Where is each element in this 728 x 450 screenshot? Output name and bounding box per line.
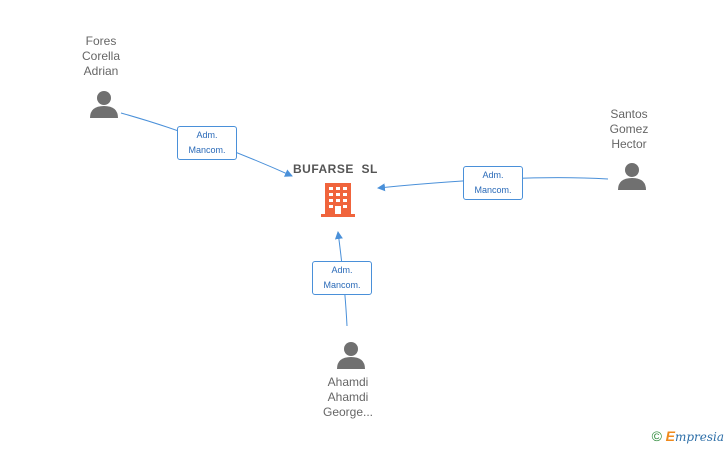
edge-label-santos[interactable]: Adm. Mancom.: [463, 166, 523, 200]
person-name-santos[interactable]: Santos Gomez Hector: [569, 107, 689, 152]
edge-label-line: Mancom.: [474, 185, 512, 195]
edge-label-line: Adm.: [331, 265, 353, 275]
edge-label-ahamdi[interactable]: Adm. Mancom.: [312, 261, 372, 295]
person-name-fores[interactable]: Fores Corella Adrian: [41, 34, 161, 79]
person-name-line: George...: [322, 405, 374, 419]
edge-label-line: Mancom.: [188, 145, 226, 155]
person-icon[interactable]: [336, 340, 366, 370]
person-name-line: Gomez: [609, 122, 649, 136]
person-icon[interactable]: [89, 89, 119, 119]
person-name-line: Fores: [85, 34, 117, 48]
edge-label-fores[interactable]: Adm. Mancom.: [177, 126, 237, 160]
building-icon[interactable]: [321, 181, 355, 217]
edge-label-line: Adm.: [482, 170, 504, 180]
person-icon[interactable]: [617, 161, 647, 191]
brand-initial: E: [665, 428, 675, 444]
person-name-line: Corella: [81, 49, 120, 63]
copyright-symbol: ©: [651, 428, 662, 444]
edge-label-line: Mancom.: [323, 280, 361, 290]
person-name-ahamdi[interactable]: Ahamdi Ahamdi George...: [288, 375, 408, 420]
person-name-line: Ahamdi: [327, 390, 369, 404]
edge-label-line: Adm.: [196, 130, 218, 140]
person-name-line: Ahamdi: [327, 375, 369, 389]
person-name-line: Adrian: [83, 64, 119, 78]
company-name[interactable]: BUFARSE SL: [293, 162, 378, 176]
brand-name: mpresia: [674, 430, 724, 444]
watermark: © Empresia: [652, 428, 724, 444]
person-name-line: Santos: [610, 107, 648, 121]
person-name-line: Hector: [611, 137, 647, 151]
